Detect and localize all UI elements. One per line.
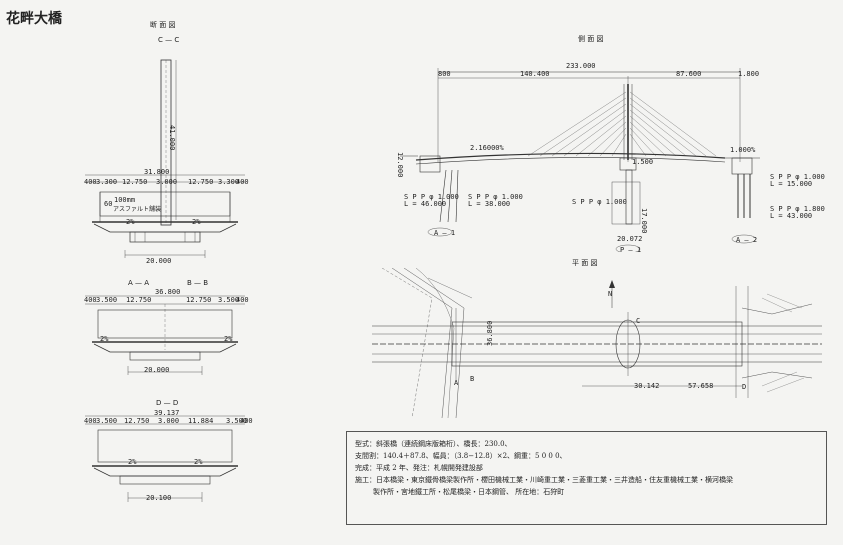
side-view-heading: 側 面 図 xyxy=(578,35,604,43)
pile-a1-label: S P P φ 1.000 xyxy=(404,193,459,201)
ab-dim-6: 400 xyxy=(236,296,249,304)
pile-a2-2-length: L = 43.000 xyxy=(770,212,813,220)
ab-width-dim: 36.800 xyxy=(155,288,181,296)
pile-a1-length: L = 46.000 xyxy=(404,200,447,208)
support-a1-label: A — 1 xyxy=(434,229,456,237)
ab-dim-3: 12.750 xyxy=(126,296,152,304)
section-cc-drawing xyxy=(85,59,245,258)
dd-dim-3: 12.750 xyxy=(124,417,150,425)
drawing-title: 花畔大橋 xyxy=(6,11,62,27)
info-contractors: 施工：日本橋梁・東京鐵骨橋梁製作所・櫻田機械工業・川崎重工業・三菱重工業・三井造… xyxy=(355,476,733,484)
info-location: 製作所・宮地鐵工所・松尾橋梁・日本鋼管、 所在地：石狩町 xyxy=(373,488,565,496)
plan-width: 36.800 xyxy=(486,320,494,346)
plan-a-label: A xyxy=(454,379,459,387)
plan-north-label: N xyxy=(608,290,613,298)
plan-view-heading: 平 面 図 xyxy=(572,259,598,267)
plan-b-label: B xyxy=(470,375,475,383)
section-cc-label: C — C xyxy=(158,36,180,44)
ab-dim-4: 12.750 xyxy=(186,296,212,304)
ab-dim-5: 3.500 xyxy=(218,296,240,304)
info-completion: 完成：平成 2 年、発注：札幌開発建設部 xyxy=(355,464,483,472)
side-span-1: 140.400 xyxy=(520,70,550,78)
ab-base-dim: 20.000 xyxy=(144,366,170,374)
cc-width-dim: 31.800 xyxy=(144,168,170,176)
dd-dim-5: 11.884 xyxy=(188,417,214,425)
side-elevation-drawing xyxy=(400,68,760,252)
cc-base-dim: 20.000 xyxy=(146,257,172,265)
cc-height-dim: 41.000 xyxy=(168,125,176,151)
dd-dim-1: 400 xyxy=(84,417,97,425)
cc-pave-dim-2: 60 xyxy=(104,200,113,208)
side-total-length: 233.000 xyxy=(566,62,596,70)
dd-dim-4: 3.000 xyxy=(158,417,180,425)
ab-dim-2: 3.500 xyxy=(96,296,118,304)
support-p1-label: P — 1 xyxy=(620,246,642,254)
side-top-height: 1.500 xyxy=(632,158,654,166)
dd-slope-l: 2% xyxy=(128,458,137,466)
side-grade-left: 2.16000% xyxy=(470,144,504,152)
section-dd-label: D — D xyxy=(156,399,179,407)
info-type: 型式：斜張橋（連続鋼床版箱桁）、橋長：230.0、 xyxy=(355,440,512,448)
cc-dim-5: 12.750 xyxy=(188,178,214,186)
plan-c-label: C xyxy=(636,317,641,325)
pile-a2-1-length: L = 15.000 xyxy=(770,180,813,188)
dd-slope-r: 2% xyxy=(194,458,203,466)
cross-section-heading: 断 面 図 xyxy=(150,21,176,29)
bridge-info-box: 型式：斜張橋（連続鋼床版箱桁）、橋長：230.0、 支間割：140.4＋87.8… xyxy=(346,431,827,525)
support-a2-label: A — 2 xyxy=(736,236,758,244)
cc-dim-3: 12.750 xyxy=(122,178,148,186)
info-span: 支間割：140.4＋87.8、幅員：（3.8−12.8）×2、鋼重：5 0 0 … xyxy=(355,452,567,460)
pile-a2-1-label: S P P φ 1.000 xyxy=(770,173,825,181)
plan-span-1: 30.142 xyxy=(634,382,660,390)
side-end-right: 1.800 xyxy=(738,70,760,78)
pile-center-label: S P P φ 1.000 xyxy=(572,198,627,206)
cc-pave-dim: 100mm xyxy=(114,196,136,204)
cc-dim-7: 400 xyxy=(236,178,249,186)
pile-a2-2-label: S P P φ 1.800 xyxy=(770,205,825,213)
side-abut-height: 12.000 xyxy=(396,152,404,178)
dd-dim-2: 3.500 xyxy=(96,417,118,425)
dd-base-dim: 20.100 xyxy=(146,494,172,502)
ab-slope-r: 2% xyxy=(224,335,233,343)
side-end-left: 800 xyxy=(438,70,451,78)
cc-dim-1: 400 xyxy=(84,178,97,186)
cc-dim-2: 3.300 xyxy=(96,178,118,186)
side-grade-right: 1.000% xyxy=(730,146,756,154)
ab-slope-l: 2% xyxy=(100,335,109,343)
dd-dim-6: 3.500 xyxy=(226,417,248,425)
section-bb-label: B — B xyxy=(187,279,209,287)
pile-p-label: S P P φ 1.000 xyxy=(468,193,523,201)
side-span-2: 87.600 xyxy=(676,70,702,78)
pier-height: 17.000 xyxy=(640,208,648,234)
pile-p-length: L = 38.000 xyxy=(468,200,511,208)
ab-dim-1: 400 xyxy=(84,296,97,304)
plan-span-2: 57.658 xyxy=(688,382,714,390)
plan-view-drawing xyxy=(372,268,822,419)
cc-dim-4: 3.000 xyxy=(156,178,178,186)
asphalt-label: アスファルト舗装 xyxy=(113,206,162,213)
cc-slope-l: 2% xyxy=(126,218,135,226)
section-dd-drawing xyxy=(85,415,245,502)
dd-width-dim: 39.137 xyxy=(154,409,180,417)
section-ab-drawing xyxy=(85,295,245,375)
pier-width: 20.072 xyxy=(617,235,643,243)
cc-slope-r: 2% xyxy=(192,218,201,226)
cc-dim-6: 3.300 xyxy=(218,178,240,186)
dd-dim-7: 400 xyxy=(240,417,253,425)
plan-d-label: D xyxy=(742,383,747,391)
section-aa-label: A — A xyxy=(128,279,150,287)
